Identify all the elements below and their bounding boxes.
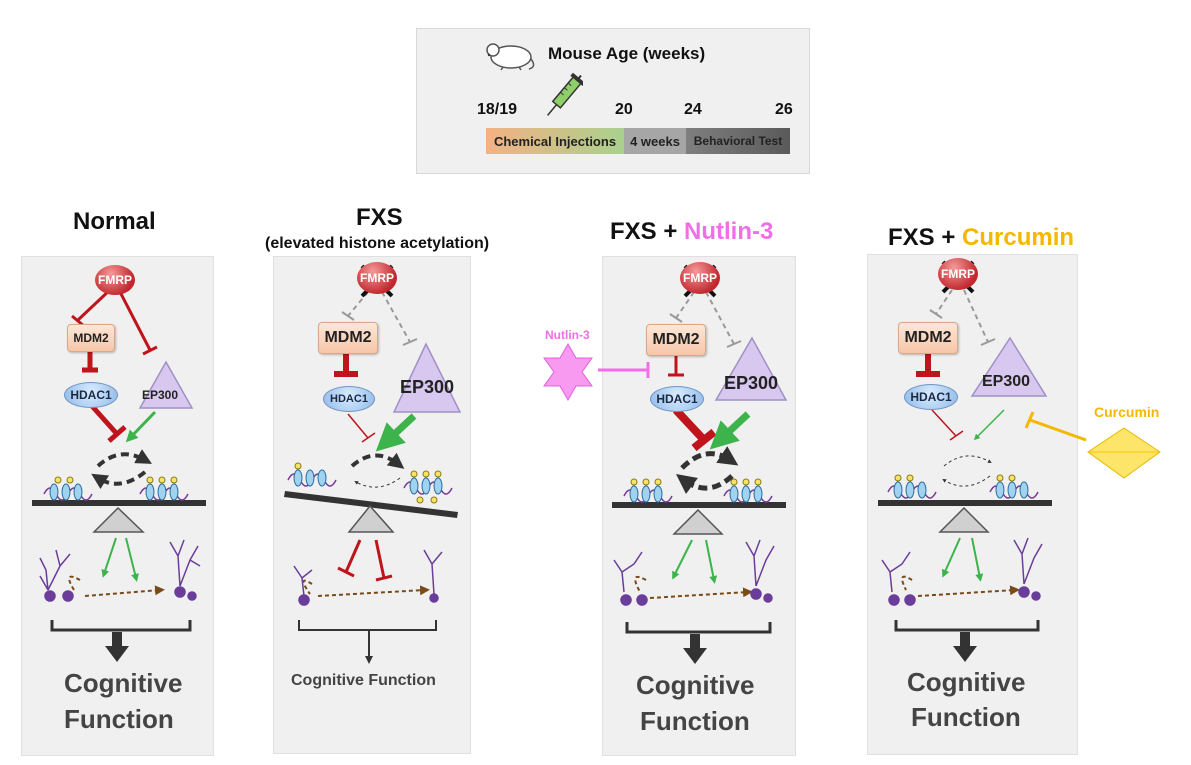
nucleosome-group-left: [287, 462, 337, 487]
neuron-left: [881, 551, 916, 606]
ep300-label: EP300: [400, 377, 455, 397]
panel-title: FXS + Curcumin: [888, 226, 1074, 250]
ep300-triangle: [392, 342, 462, 413]
age-label: 18/19: [477, 101, 518, 118]
neuron-left: [293, 565, 313, 606]
age-label: 20: [615, 101, 633, 118]
nucleosome-group-right: [723, 478, 773, 503]
title-drug: Curcumin: [962, 224, 1075, 251]
mouse-icon: [486, 43, 535, 71]
outcome-line1: Cognitive: [64, 668, 183, 698]
hdac1-node: HDAC1: [323, 386, 375, 412]
nutlin-star-icon: [543, 342, 593, 402]
fmrp-node: FMRP: [357, 262, 397, 294]
nucleosome-group-left: [887, 474, 937, 499]
timeline-title: Mouse Age (weeks): [548, 44, 706, 63]
age-label: 26: [775, 101, 793, 118]
ep300-label: EP300: [142, 388, 179, 402]
syringe-icon: [546, 72, 583, 116]
curcumin-diamond-icon: [1087, 427, 1161, 479]
nucleosome-group-left: [623, 478, 673, 503]
curcumin-label: Curcumin: [1094, 404, 1160, 420]
mdm2-node: MDM2: [318, 322, 378, 354]
fmrp-node: FMRP: [95, 265, 135, 295]
ep300-triangle: [138, 360, 194, 409]
segment-4-weeks: 4 weeks: [624, 128, 686, 154]
outcome-line1: Cognitive: [636, 670, 755, 700]
outcome-line2: Function: [64, 704, 174, 734]
ep300-triangle: [970, 336, 1048, 397]
ep300-triangle: [714, 336, 788, 401]
ep300-label: EP300: [724, 373, 779, 393]
mdm2-node: MDM2: [646, 324, 706, 356]
hdac1-node: HDAC1: [904, 384, 958, 410]
neuron-right: [1013, 537, 1043, 601]
neuron-right: [745, 539, 775, 603]
ep300-label: EP300: [982, 373, 1031, 390]
panel-title: FXS: [356, 204, 403, 231]
age-label: 24: [684, 101, 702, 118]
neuron-left: [613, 551, 648, 606]
outcome-line2: Function: [640, 706, 750, 736]
fmrp-node: FMRP: [938, 258, 978, 290]
nucleosome-group-right: [403, 470, 453, 504]
segment-behavioral-test: Behavioral Test: [686, 128, 790, 154]
neuron-right: [423, 549, 443, 603]
hdac1-node: HDAC1: [64, 382, 118, 408]
mdm2-node: MDM2: [898, 322, 958, 354]
neuron-right: [169, 539, 201, 601]
fmrp-node: FMRP: [680, 262, 720, 294]
panel-title: FXS + Nutlin-3: [610, 220, 773, 244]
panel-title: Normal: [73, 208, 156, 235]
title-prefix: FXS +: [888, 224, 963, 251]
title-prefix: FXS +: [610, 218, 685, 245]
segment-chemical-injections: Chemical Injections: [486, 128, 624, 154]
title-drug: Nutlin-3: [684, 218, 774, 245]
nucleosome-group-right: [989, 474, 1039, 499]
neuron-left: [39, 549, 74, 602]
outcome-line1: Cognitive: [907, 667, 1026, 697]
mdm2-node: MDM2: [67, 324, 115, 352]
nutlin-label: Nutlin-3: [545, 328, 590, 342]
outcome-line2: Function: [911, 702, 1021, 732]
nucleosome-group-right: [139, 476, 189, 501]
outcome-label: Cognitive Function: [291, 672, 436, 689]
panel-subtitle: (elevated histone acetylation): [265, 235, 490, 252]
nucleosome-group-left: [43, 476, 93, 501]
hdac1-node: HDAC1: [650, 386, 704, 412]
